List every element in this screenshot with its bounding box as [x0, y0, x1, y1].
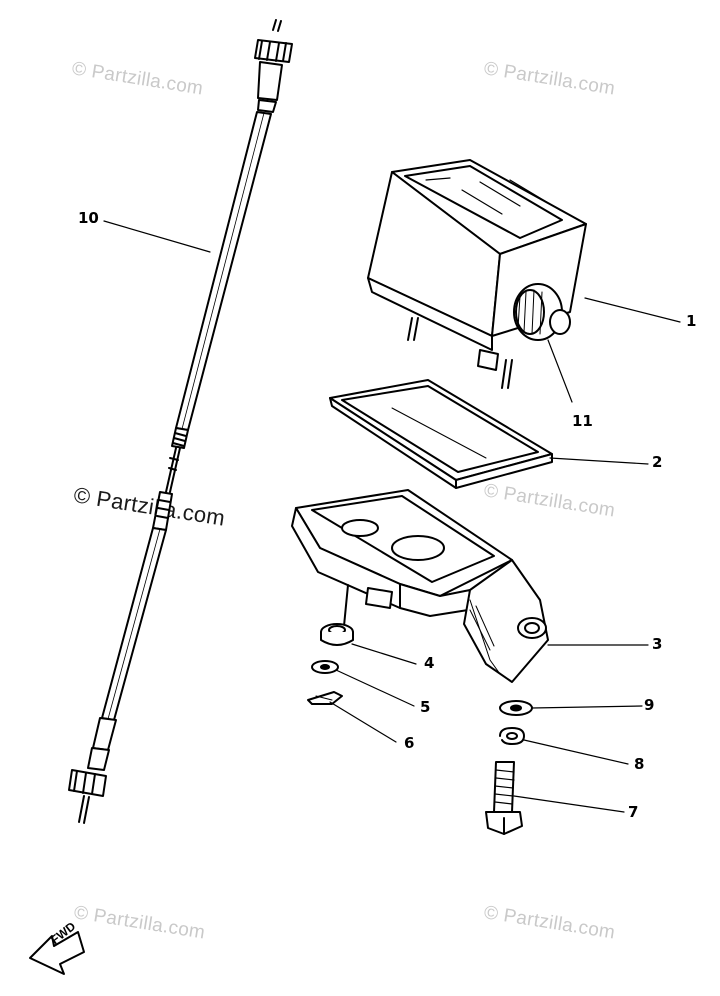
part-4-grommet — [320, 623, 354, 646]
callout-6: 6 — [404, 734, 415, 752]
leader-6 — [329, 701, 397, 743]
part-9-washer — [499, 700, 533, 716]
part-6-clip — [307, 691, 343, 705]
leader-lines — [103, 220, 681, 813]
part-5-washer — [311, 660, 339, 674]
callout-8: 8 — [634, 755, 645, 773]
part-1-meter-assembly — [367, 159, 587, 389]
leader-5 — [335, 669, 415, 707]
callout-3: 3 — [652, 635, 663, 653]
part-10-cable — [68, 19, 293, 824]
leader-10 — [103, 220, 211, 253]
leader-9 — [531, 705, 643, 709]
callout-10: 10 — [78, 209, 99, 227]
callout-11: 11 — [572, 412, 593, 430]
callout-9: 9 — [644, 696, 655, 714]
part-2-gasket — [329, 379, 553, 489]
leader-2 — [549, 457, 649, 465]
part-3-bracket — [291, 489, 549, 683]
fwd-arrow-icon — [29, 931, 85, 975]
leader-7 — [513, 795, 625, 813]
callout-5: 5 — [420, 698, 431, 716]
callout-1: 1 — [686, 312, 697, 330]
leader-8 — [523, 739, 629, 765]
callout-2: 2 — [652, 453, 663, 471]
part-8-lock-washer — [499, 727, 525, 745]
part-7-bolt — [485, 761, 523, 835]
leader-1 — [584, 297, 681, 323]
callout-7: 7 — [628, 803, 639, 821]
callout-4: 4 — [424, 654, 435, 672]
leader-4 — [351, 643, 417, 665]
leader-11 — [547, 339, 573, 403]
